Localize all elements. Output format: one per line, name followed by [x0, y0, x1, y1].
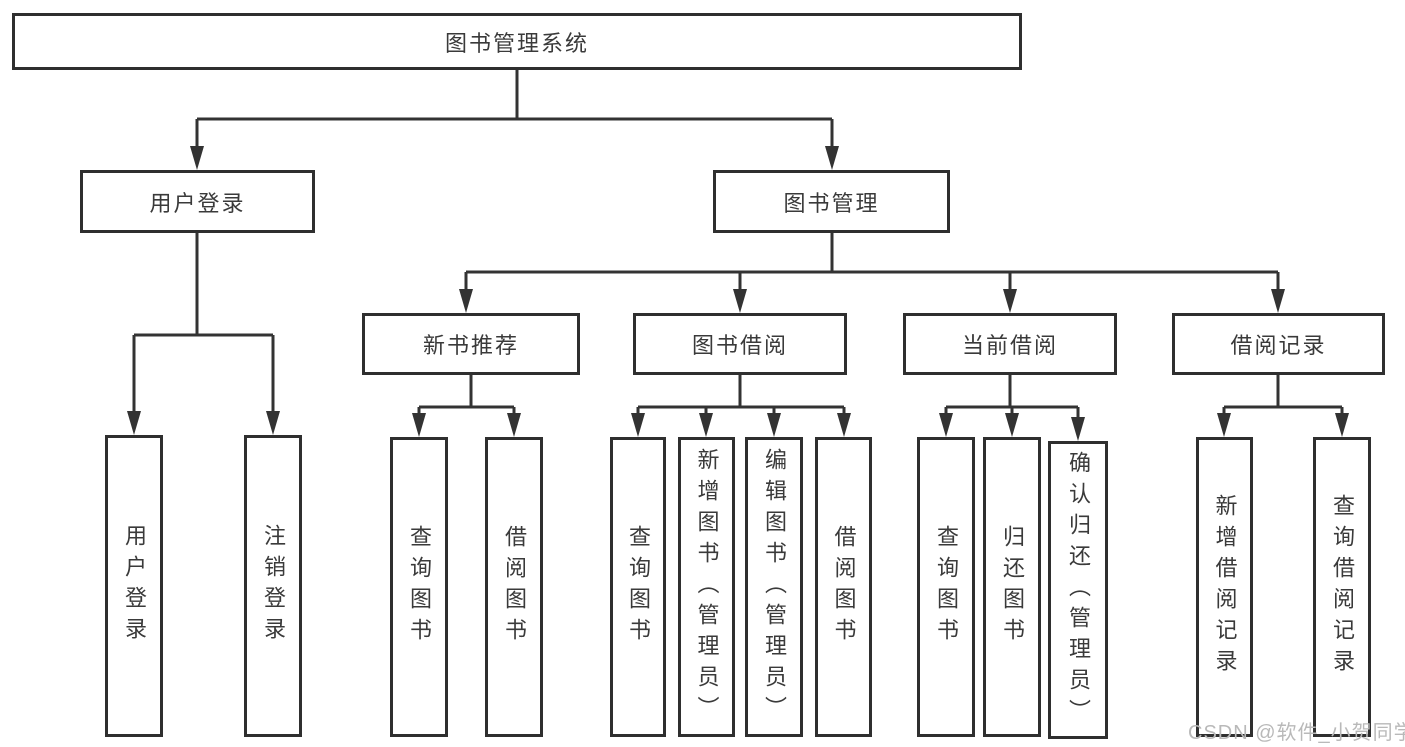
leaf-logout-login: 注销登录 — [244, 435, 302, 737]
leaf-edit-book-admin: 编辑图书（管理员） — [745, 437, 803, 737]
leaf-return-books-label: 归还图书 — [1000, 525, 1025, 649]
node-new-book-recommend: 新书推荐 — [362, 313, 580, 375]
node-library-system: 图书管理系统 — [12, 13, 1022, 70]
leaf-user-login: 用户登录 — [105, 435, 163, 737]
leaf-edit-book-admin-label: 编辑图书（管理员） — [762, 447, 787, 727]
leaf-query-books-current: 查询图书 — [917, 437, 975, 737]
leaf-add-book-admin-label: 新增图书（管理员） — [694, 447, 720, 727]
node-book-borrow: 图书借阅 — [633, 313, 847, 375]
leaf-query-books-borrow-label: 查询图书 — [626, 525, 651, 649]
leaf-add-borrow-record: 新增借阅记录 — [1196, 437, 1253, 737]
leaf-logout-login-label: 注销登录 — [261, 524, 286, 648]
leaf-query-books-recommend-label: 查询图书 — [407, 525, 432, 649]
leaf-add-borrow-record-label: 新增借阅记录 — [1212, 494, 1238, 680]
leaf-query-books-current-label: 查询图书 — [934, 525, 959, 649]
leaf-query-borrow-record-label: 查询借阅记录 — [1330, 494, 1355, 680]
watermark: CSDN @软件_小贺同学 — [1188, 722, 1405, 744]
leaf-query-borrow-record: 查询借阅记录 — [1313, 437, 1371, 737]
leaf-confirm-return-admin: 确认归还（管理员） — [1048, 441, 1108, 739]
leaf-borrow-books-label: 借阅图书 — [831, 525, 857, 649]
leaf-borrow-books: 借阅图书 — [815, 437, 872, 737]
leaf-confirm-return-admin-label: 确认归还（管理员） — [1066, 450, 1091, 730]
node-current-borrow: 当前借阅 — [903, 313, 1117, 375]
node-user-login: 用户登录 — [80, 170, 315, 233]
leaf-user-login-label: 用户登录 — [122, 524, 147, 648]
leaf-return-books: 归还图书 — [983, 437, 1041, 737]
leaf-query-books-borrow: 查询图书 — [610, 437, 666, 737]
leaf-borrow-books-recommend-label: 借阅图书 — [502, 525, 527, 649]
node-book-management: 图书管理 — [713, 170, 950, 233]
leaf-borrow-books-recommend: 借阅图书 — [485, 437, 543, 737]
node-borrow-records: 借阅记录 — [1172, 313, 1385, 375]
leaf-add-book-admin: 新增图书（管理员） — [678, 437, 735, 737]
leaf-query-books-recommend: 查询图书 — [390, 437, 448, 737]
